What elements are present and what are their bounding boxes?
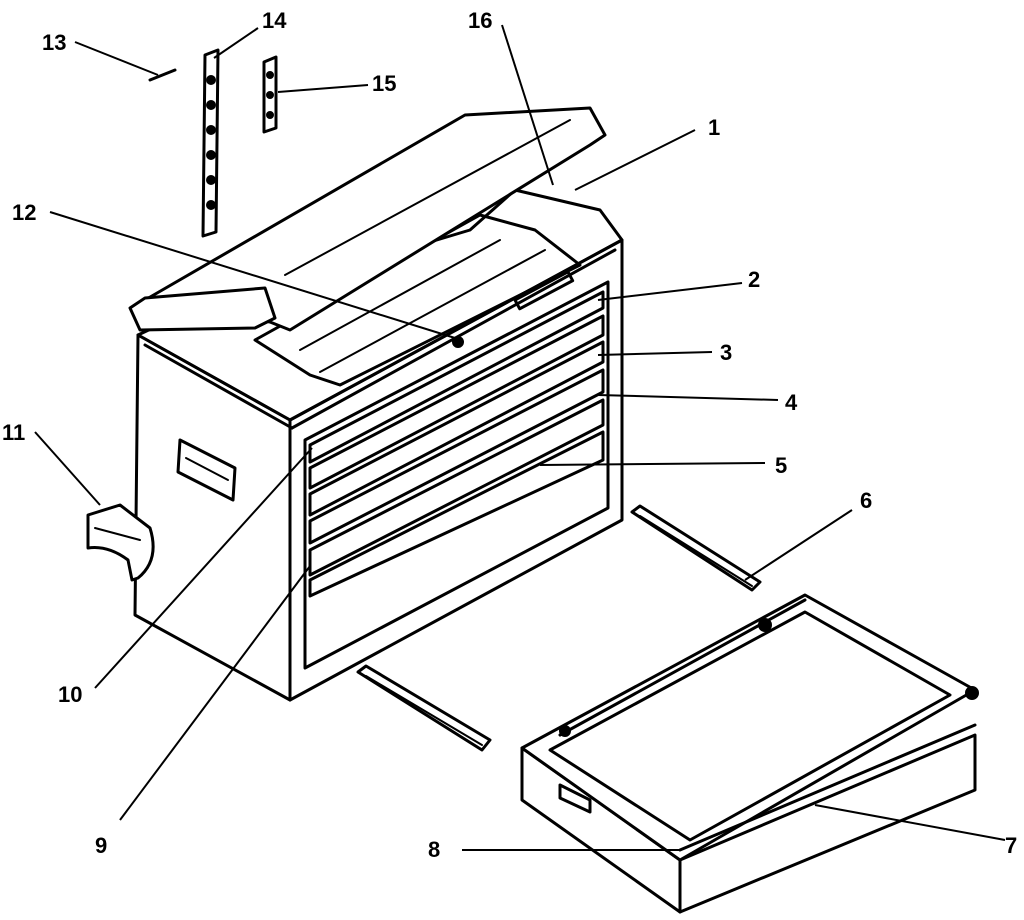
- name-plate: [513, 270, 575, 311]
- drawer-body-right: [678, 733, 977, 914]
- callout-4: 4: [785, 390, 798, 415]
- callout-2: 2: [748, 267, 760, 292]
- callout-10: 10: [58, 682, 82, 707]
- callout-13: 13: [42, 30, 66, 55]
- hinge-long: [201, 48, 220, 238]
- top-tray: [253, 213, 582, 387]
- callout-12: 12: [12, 200, 36, 225]
- callout-5: 5: [775, 453, 787, 478]
- drawer-stop-right: [965, 686, 979, 700]
- lock: [452, 336, 464, 348]
- side-handle-part: [86, 503, 155, 582]
- callout-15: 15: [372, 71, 396, 96]
- callout-7: 7: [1005, 833, 1017, 858]
- callout-9: 9: [95, 833, 107, 858]
- lid-front-lip: [128, 286, 277, 332]
- side-handle-recess: [176, 438, 237, 502]
- drawer-front-6: [308, 430, 605, 598]
- hinge-pin: [148, 68, 177, 82]
- drawer-inner: [548, 610, 952, 842]
- hinge-parts: [148, 48, 278, 238]
- drawer-slides: [356, 504, 762, 752]
- callout-1: 1: [708, 115, 720, 140]
- cabinet-drawers: [308, 270, 605, 598]
- callout-6: 6: [860, 488, 872, 513]
- callout-14: 14: [262, 8, 287, 33]
- callout-11: 11: [2, 420, 25, 445]
- side-handle: [86, 503, 155, 582]
- callouts: 1 2 3 4 5 6 7 8 9 10 11 12 13 14 15 16: [2, 8, 1017, 862]
- drawer-front-3: [308, 340, 605, 517]
- drawer-front-4: [308, 368, 605, 545]
- callout-3: 3: [720, 340, 732, 365]
- lid: [128, 106, 607, 332]
- drawer-front-top: [308, 290, 605, 464]
- callout-8: 8: [428, 837, 440, 862]
- drawer-slide-right: [630, 504, 762, 592]
- drawer-stop-left: [758, 618, 772, 632]
- cabinet-left-side: [133, 333, 292, 702]
- leader-lines: [34, 24, 1006, 851]
- removed-drawer: [520, 593, 979, 914]
- callout-16: 16: [468, 8, 492, 33]
- drawer-opening: [303, 280, 610, 670]
- drawer-front-2: [308, 314, 605, 490]
- cabinet-body: [133, 188, 624, 702]
